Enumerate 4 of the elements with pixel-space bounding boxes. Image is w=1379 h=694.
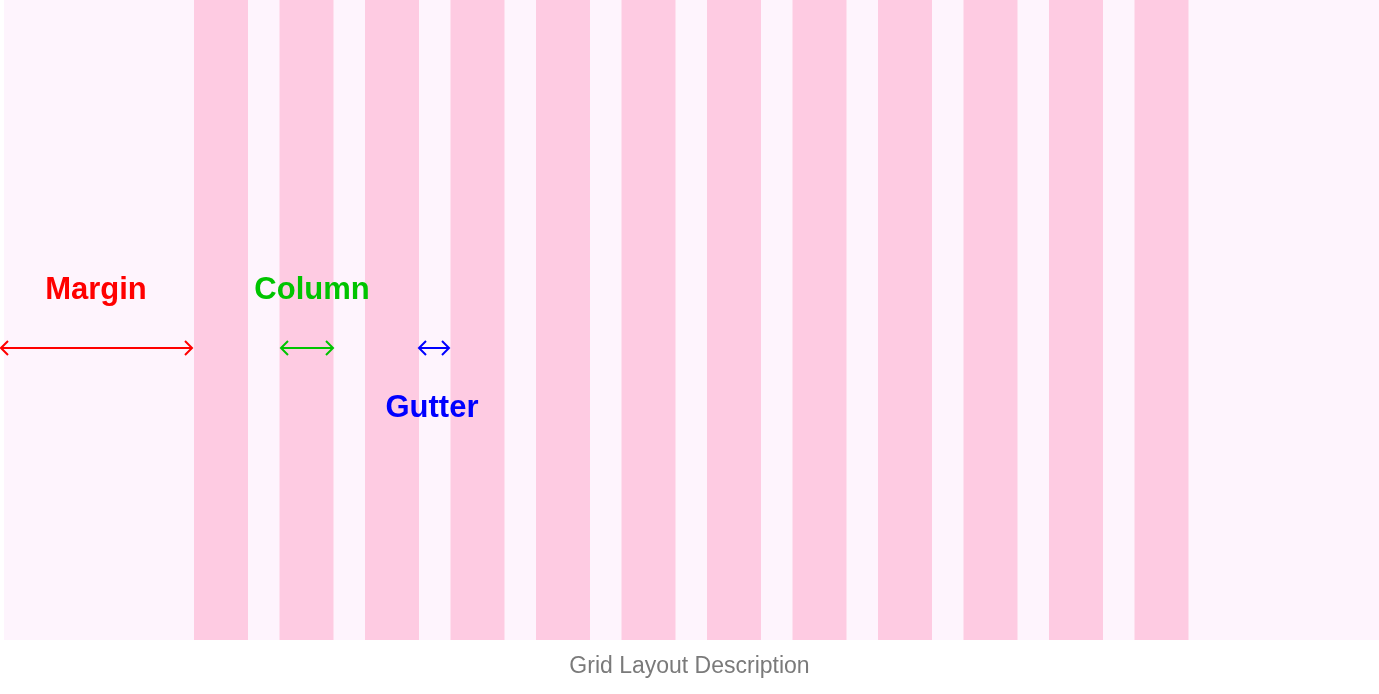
dimension-label: Margin (45, 271, 147, 307)
caption: Grid Layout Description (568, 652, 811, 679)
dimension-label: Column (254, 271, 370, 307)
dimension-label: Gutter (385, 389, 479, 425)
